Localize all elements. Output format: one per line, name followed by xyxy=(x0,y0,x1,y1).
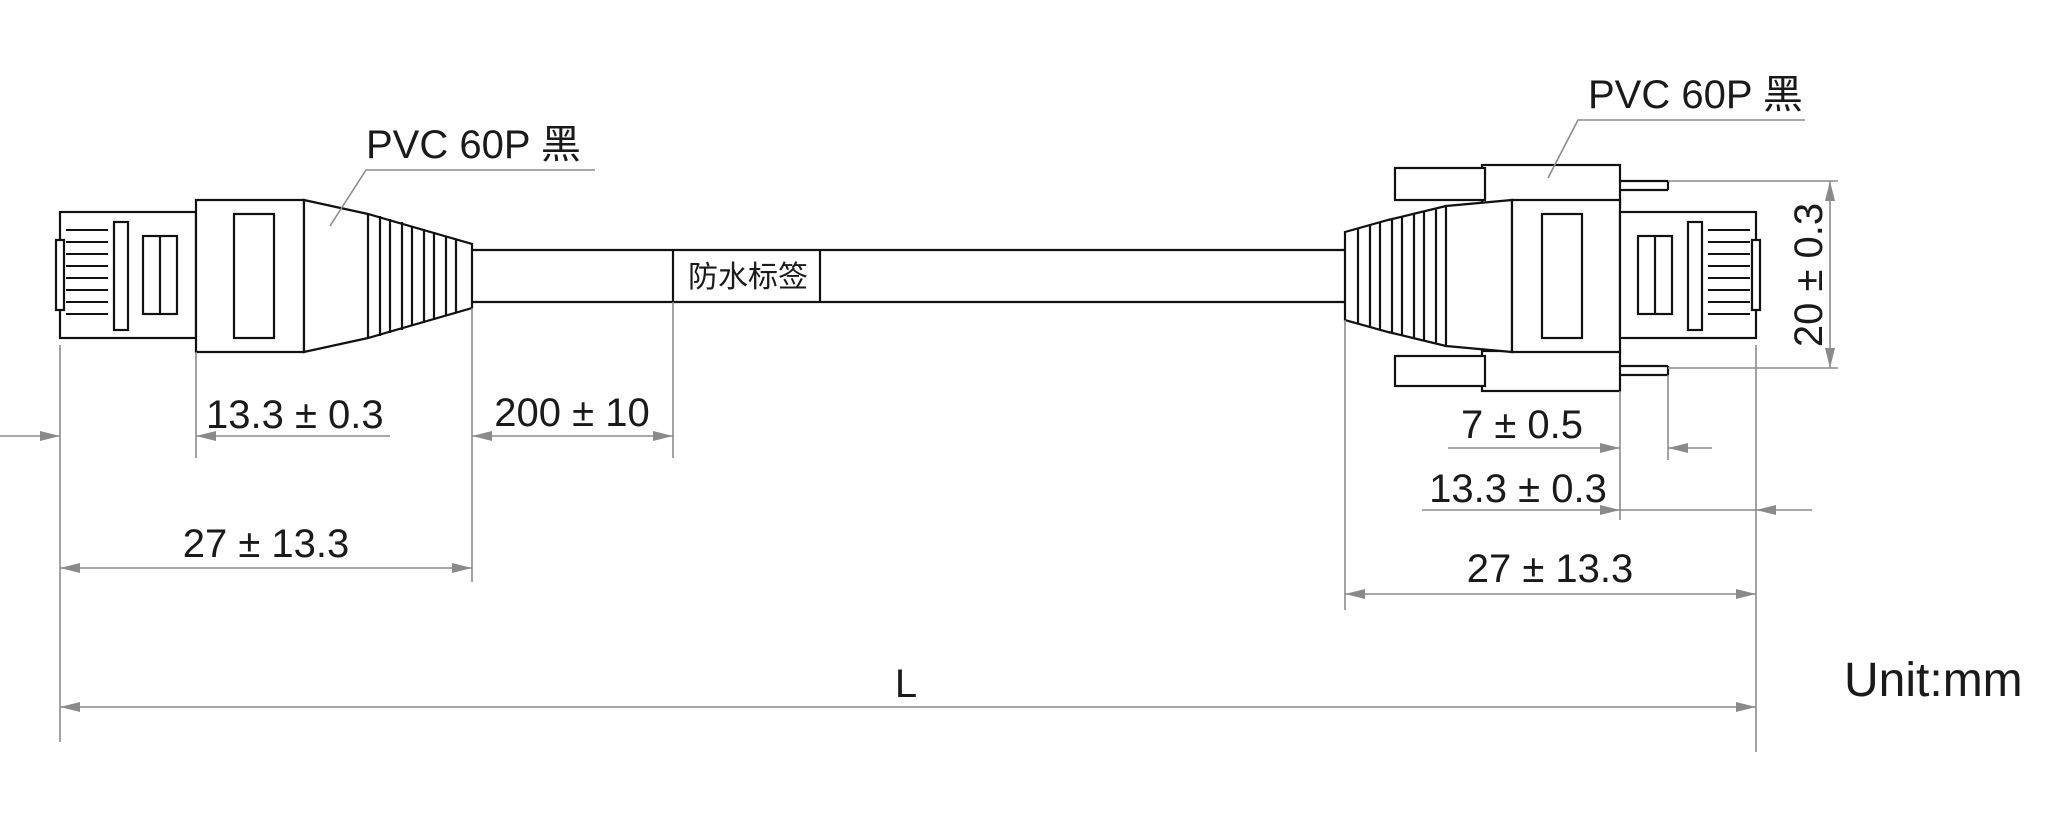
dim-label-offset-value: 200 ± 10 xyxy=(494,391,649,435)
dim-left-overall-value: 27 ± 13.3 xyxy=(183,522,350,566)
right-strain-relief-boot xyxy=(1343,198,1514,354)
right-plug-contacts xyxy=(1708,229,1750,315)
left-connector: PVC 60P 黑 xyxy=(54,123,595,354)
left-housing xyxy=(194,198,306,354)
dimension-lines-left: 13.3 ± 0.3 200 ± 10 27 ± 13.3 xyxy=(0,302,674,742)
dim-total-length: L xyxy=(60,662,1756,712)
left-material-callout: PVC 60P 黑 xyxy=(329,123,595,227)
dim-total-length-value: L xyxy=(895,662,917,706)
left-material-label: PVC 60P 黑 xyxy=(366,123,581,167)
cable xyxy=(472,248,1345,304)
dim-right-height-value: 20 ± 0.3 xyxy=(1787,203,1831,347)
dim-right-height: 20 ± 0.3 xyxy=(1787,181,1835,368)
dimension-lines-right: 20 ± 0.3 7 ± 0.5 13.3 ± 0.3 27 ± 13.3 xyxy=(1344,180,1838,752)
waterproof-label-text: 防水标签 xyxy=(688,260,808,295)
right-connector: PVC 60P 黑 xyxy=(1343,73,1805,393)
right-housing xyxy=(1510,198,1622,354)
right-rj45-plug xyxy=(1618,210,1762,340)
unit-label: Unit:mm xyxy=(1844,654,2023,707)
left-rj45-plug xyxy=(54,210,198,340)
right-material-label: PVC 60P 黑 xyxy=(1588,73,1803,117)
dim-left-plug-length-value: 13.3 ± 0.3 xyxy=(206,393,384,437)
dim-right-plug-length-value: 13.3 ± 0.3 xyxy=(1429,467,1607,511)
dim-left-overall: 27 ± 13.3 xyxy=(60,522,472,573)
dim-left-plug-length: 13.3 ± 0.3 xyxy=(0,393,390,441)
left-strain-relief-boot xyxy=(302,198,474,354)
dim-right-flange: 7 ± 0.5 xyxy=(1448,403,1712,453)
left-plug-contacts xyxy=(66,229,108,315)
dim-label-offset: 200 ± 10 xyxy=(472,391,673,441)
dim-right-overall-value: 27 ± 13.3 xyxy=(1467,547,1634,591)
right-material-callout: PVC 60P 黑 xyxy=(1547,73,1805,179)
dim-right-flange-value: 7 ± 0.5 xyxy=(1461,403,1583,447)
dim-right-plug-length: 13.3 ± 0.3 xyxy=(1422,467,1812,515)
waterproof-label-band: 防水标签 xyxy=(671,250,822,302)
dim-right-overall: 27 ± 13.3 xyxy=(1345,547,1756,599)
